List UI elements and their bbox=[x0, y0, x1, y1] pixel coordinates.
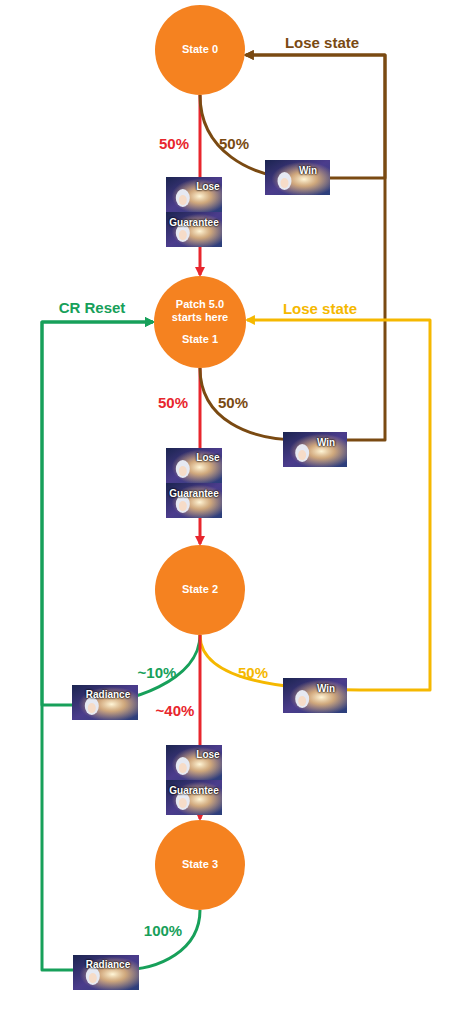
card-thumbnail bbox=[166, 448, 222, 483]
card-thumbnail bbox=[283, 432, 347, 467]
state-circle: Patch 5.0 starts hereState 1 bbox=[154, 276, 246, 368]
card-caption: Win bbox=[299, 165, 317, 176]
card-thumbnail bbox=[166, 177, 222, 212]
state-text: State 3 bbox=[182, 858, 218, 871]
state-text: State 2 bbox=[182, 583, 218, 596]
probability-label: 100% bbox=[144, 922, 182, 939]
probability-label: 50% bbox=[159, 135, 189, 152]
card-thumbnail bbox=[283, 678, 347, 713]
card-thumbnail bbox=[166, 212, 222, 247]
probability-label: ~10% bbox=[138, 664, 177, 681]
probability-label: 50% bbox=[219, 135, 249, 152]
state-circle: State 2 bbox=[155, 545, 245, 635]
probability-label: 50% bbox=[158, 394, 188, 411]
card-caption: Radiance bbox=[86, 689, 130, 700]
path-label: Lose state bbox=[285, 34, 359, 51]
state-text: State 0 bbox=[182, 43, 218, 56]
card-caption: Win bbox=[317, 437, 335, 448]
card-caption: Guarantee bbox=[169, 488, 218, 499]
card-thumbnail bbox=[72, 685, 138, 720]
transition-arrow bbox=[200, 320, 430, 690]
state-text: State 1 bbox=[182, 333, 218, 346]
state-circle: State 0 bbox=[155, 5, 245, 95]
card-thumbnail bbox=[166, 745, 222, 780]
card-caption: Lose bbox=[196, 452, 219, 463]
probability-label: 50% bbox=[238, 664, 268, 681]
state-text: Patch 5.0 starts here bbox=[167, 298, 233, 324]
card-caption: Guarantee bbox=[169, 217, 218, 228]
card-thumbnail bbox=[265, 160, 330, 195]
probability-label: ~40% bbox=[156, 702, 195, 719]
card-thumbnail bbox=[73, 955, 139, 990]
probability-label: 50% bbox=[218, 394, 248, 411]
path-label: Lose state bbox=[283, 300, 357, 317]
state-circle: State 3 bbox=[155, 820, 245, 910]
transition-arrow bbox=[200, 55, 385, 440]
card-thumbnails bbox=[72, 160, 347, 990]
card-caption: Lose bbox=[196, 749, 219, 760]
card-caption: Lose bbox=[196, 181, 219, 192]
card-thumbnail bbox=[166, 780, 222, 815]
card-caption: Guarantee bbox=[169, 785, 218, 796]
card-thumbnail bbox=[166, 483, 222, 518]
card-caption: Radiance bbox=[86, 959, 130, 970]
path-label: CR Reset bbox=[59, 299, 126, 316]
card-caption: Win bbox=[317, 683, 335, 694]
